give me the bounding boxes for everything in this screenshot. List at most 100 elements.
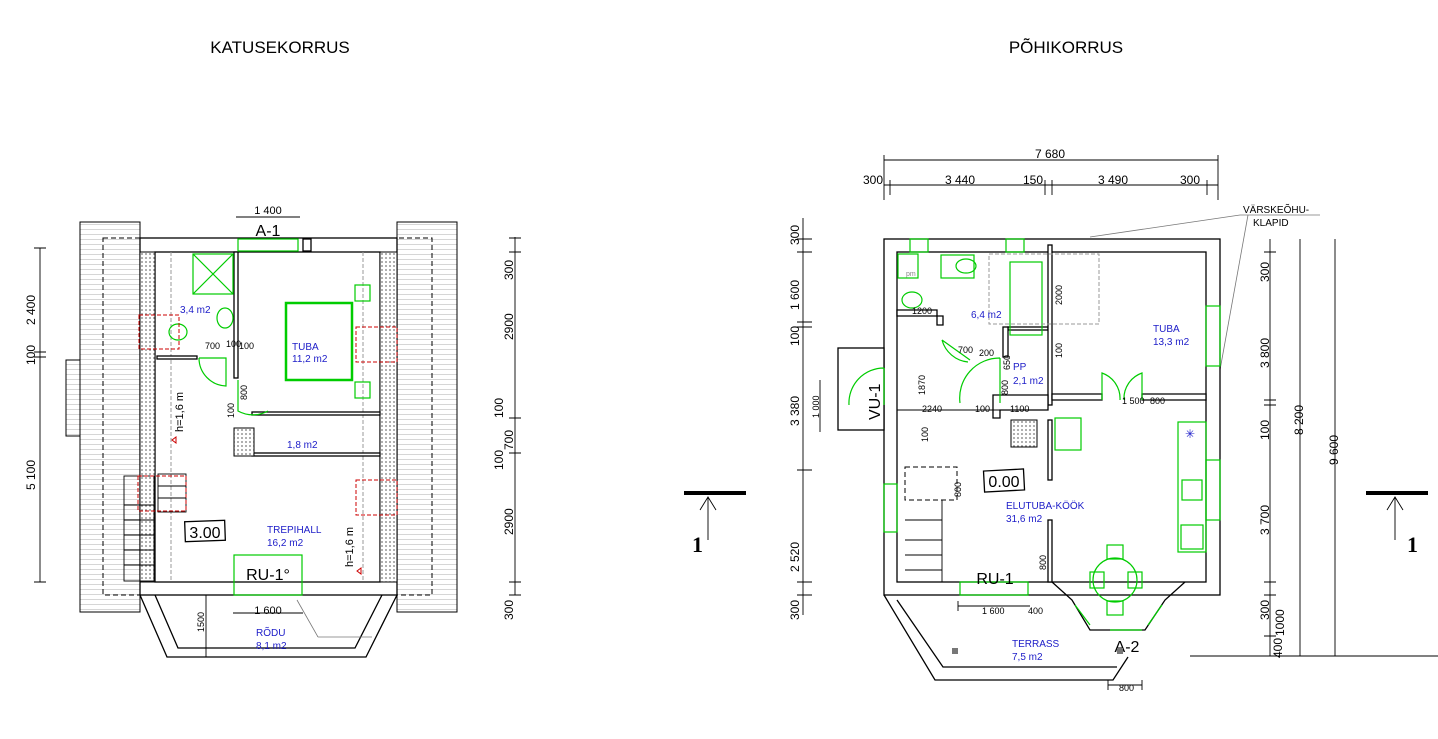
- dim-left: 2 400: [24, 295, 38, 325]
- room-name: TERRASS: [1012, 639, 1060, 650]
- toilet-icon: [901, 291, 923, 309]
- chair: [1106, 544, 1124, 560]
- room-name: TUBA: [292, 342, 319, 353]
- dim-inner: 100: [920, 427, 930, 442]
- stairs: [157, 473, 187, 513]
- dim-inner: 800: [1000, 380, 1010, 395]
- section-bar: [1366, 491, 1428, 495]
- door-label: RU-1°: [246, 567, 290, 584]
- balcony-door: [233, 554, 303, 596]
- bed: [284, 301, 354, 382]
- bathroom-door: [941, 339, 971, 363]
- dim-inner: 100: [239, 341, 254, 351]
- dim-right-total: 8 200: [1292, 405, 1306, 435]
- sink-bowl: [955, 258, 977, 274]
- dim-inner: 1 600: [982, 606, 1005, 616]
- vent-note: VÄRSKEÕHU-: [1243, 203, 1309, 216]
- attic-outer-wall: [139, 237, 398, 596]
- section-arrow-icon: [1386, 496, 1404, 540]
- section-arrow-icon: [699, 496, 717, 540]
- room-name: TREPIHALL: [267, 525, 322, 536]
- level-mark: 3.00: [189, 525, 220, 542]
- dim-right: 100: [492, 450, 506, 470]
- room-area: 31,6 m2: [1006, 514, 1043, 525]
- dim-inner: 1 500: [1122, 396, 1145, 406]
- dim-inner: 1 000: [811, 395, 821, 418]
- fireplace: [1054, 417, 1082, 451]
- level-box: [183, 519, 227, 543]
- dim-top: 300: [1180, 173, 1200, 187]
- post: [952, 648, 958, 654]
- window-a1: [237, 238, 299, 252]
- balcony-line: [296, 599, 319, 638]
- dim-inner: 650: [1002, 355, 1012, 370]
- level-mark: 0.00: [988, 474, 1019, 491]
- roof-window: [355, 326, 398, 363]
- sink-icon: [940, 254, 975, 279]
- dim-inner: 400: [1028, 606, 1043, 616]
- dining-table: [1092, 557, 1138, 603]
- dim-left: 100: [788, 326, 802, 346]
- kitchen-sink-icon: [1181, 479, 1203, 501]
- attic-plan-title: KATUSEKORRUS: [210, 38, 350, 57]
- bed-outline: [988, 253, 1100, 325]
- dim-inner: 800: [1119, 683, 1134, 693]
- dim-door: 1 600: [254, 605, 282, 617]
- entry-door: [848, 367, 885, 406]
- dim-inner: 800: [953, 482, 963, 497]
- inner-dimensions: 1200 700 200 650 1870 800 2240 100 1100 …: [811, 285, 1165, 693]
- kitchen-counter: [1177, 421, 1207, 553]
- section-bar: [684, 491, 746, 495]
- balcony-outline: [139, 594, 398, 658]
- extractor-icon: ✳: [1185, 427, 1195, 441]
- terrace-door-label: RU-1: [976, 571, 1013, 588]
- dim-ticks: [34, 247, 46, 583]
- height-marker: [171, 436, 362, 575]
- section-label: 1: [1407, 532, 1418, 557]
- room-area: 1,8 m2: [287, 440, 318, 451]
- dim-left: 1 600: [788, 280, 802, 310]
- dim-right: 1000: [1273, 609, 1287, 636]
- stove-icon: [1180, 524, 1204, 550]
- bathtub: [1009, 261, 1043, 336]
- chair: [1127, 571, 1143, 589]
- shower: [192, 253, 234, 295]
- level-box: [982, 468, 1026, 493]
- dim-inner: 200: [979, 348, 994, 358]
- washer-label: pm: [906, 271, 916, 278]
- dim-right: 400: [1271, 638, 1285, 658]
- dim-left: 5 100: [24, 460, 38, 490]
- room-name: TUBA: [1153, 324, 1180, 335]
- washer: [897, 253, 919, 279]
- dim-left: 300: [788, 225, 802, 245]
- dim-left: 100: [24, 345, 38, 365]
- room-area: 7,5 m2: [1012, 652, 1043, 663]
- bathroom-door: [198, 357, 227, 387]
- dim-total: 7 680: [1035, 147, 1065, 161]
- chair: [1089, 571, 1105, 589]
- dim-top: 150: [1023, 173, 1043, 187]
- room-area: 11,2 m2: [292, 354, 328, 365]
- dim-overall: 9 600: [1327, 435, 1341, 465]
- terrace-door: [959, 581, 1029, 596]
- roof-window: [355, 479, 398, 516]
- pp-door: [959, 357, 1001, 404]
- window: [883, 483, 898, 533]
- dim-inner: 1200: [912, 306, 932, 316]
- right-knee-wall: [379, 251, 398, 583]
- window-label: A-1: [256, 223, 281, 240]
- right-roof-slope: [396, 221, 458, 613]
- partition-wall: [233, 251, 239, 379]
- vent: [302, 238, 312, 252]
- entry-door-label: VU-1: [867, 383, 884, 420]
- chimney: [1010, 419, 1038, 448]
- nightstand: [354, 381, 371, 399]
- dim-right: 3 700: [1258, 505, 1272, 535]
- dim-right: 100: [492, 398, 506, 418]
- terrace-outline: [883, 594, 1129, 681]
- bedroom-double-door: [1101, 372, 1143, 401]
- dim-inner: 100: [226, 403, 236, 418]
- roof-window: [137, 475, 187, 512]
- partition-wall: [896, 309, 944, 326]
